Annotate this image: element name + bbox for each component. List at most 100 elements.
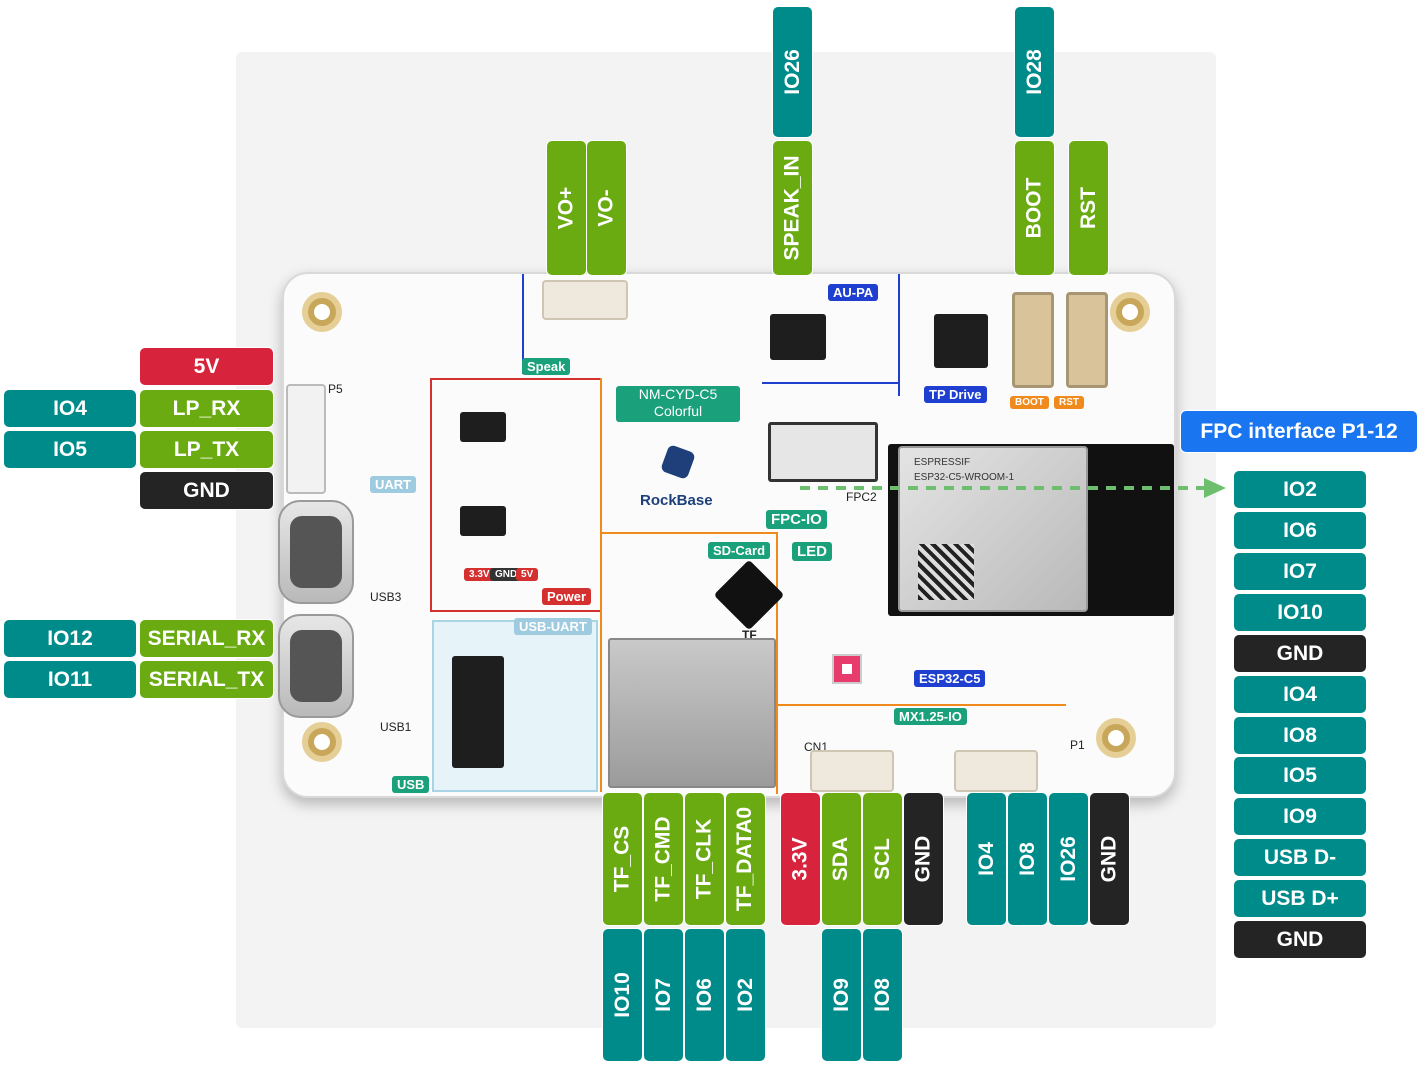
- dev-board: AU-PA TP Drive UART USB-UART USB SD-Card…: [278, 272, 1176, 798]
- touch-driver-chip: [934, 314, 988, 368]
- fpc-pin-2: IO6: [1233, 511, 1367, 550]
- fpc-pin-4: IO10: [1233, 593, 1367, 632]
- fpc-pin-6: IO4: [1233, 675, 1367, 714]
- rockbase-logo-icon: [660, 444, 696, 480]
- pin-vo-minus: VO-: [586, 140, 627, 276]
- usb3-silk: USB3: [370, 590, 402, 604]
- gnd-silk: GND: [490, 568, 523, 581]
- pin-io12: IO12: [3, 619, 137, 658]
- boot-silk: BOOT: [1010, 396, 1049, 409]
- pin-lp-tx: LP_TX: [139, 430, 274, 469]
- sd-card-label: SD-Card: [708, 542, 771, 559]
- speak-label: Speak: [522, 358, 571, 375]
- fpc-pin-9: IO9: [1233, 797, 1367, 836]
- pin-tf-cmd: TF_CMD: [643, 792, 684, 926]
- usb-uart-label: USB-UART: [514, 618, 592, 635]
- fpc-pin-1: IO2: [1233, 470, 1367, 509]
- mounting-hole-icon: [302, 292, 342, 332]
- pin-io5: IO5: [3, 430, 137, 469]
- pin-sda: SDA: [821, 792, 862, 926]
- pin-tf-clk: TF_CLK: [684, 792, 725, 926]
- pin-5v: 5V: [139, 347, 274, 386]
- p1-silk: P1: [1070, 738, 1085, 752]
- sd-card-slot: [608, 638, 776, 788]
- orange-divider-v: [776, 532, 778, 794]
- uart-connector: [286, 384, 326, 494]
- mounting-hole-icon: [302, 722, 342, 762]
- pin-io7: IO7: [643, 928, 684, 1062]
- module-model: ESP32-C5-WROOM-1: [914, 472, 1015, 483]
- fpc-pin-10: USB D-: [1233, 838, 1367, 877]
- uart-label: UART: [370, 476, 417, 493]
- mx125-io-label: MX1.25-IO: [894, 708, 967, 725]
- led-label: LED: [792, 542, 832, 561]
- pin-serial-rx: SERIAL_RX: [139, 619, 274, 658]
- pin-p1-io26: IO26: [1048, 792, 1089, 926]
- reset-button: [1066, 292, 1108, 388]
- orange-divider-h2: [776, 704, 1066, 706]
- usb-label: USB: [392, 776, 430, 793]
- audio-amp-chip: [770, 314, 826, 360]
- fpc-pin-7: IO8: [1233, 716, 1367, 755]
- pin-vo-plus: VO+: [546, 140, 587, 276]
- boot-button: [1012, 292, 1054, 388]
- pin-io6: IO6: [684, 928, 725, 1062]
- esp32-c5-label: ESP32-C5: [914, 670, 986, 687]
- sd-card-icon: [713, 559, 785, 631]
- pin-serial-tx: SERIAL_TX: [139, 660, 274, 699]
- fpc-io-label: FPC-IO: [766, 510, 827, 529]
- p5-silk: P5: [328, 382, 343, 396]
- usb1-silk: USB1: [380, 720, 412, 734]
- tp-drive-divider: [898, 274, 900, 396]
- qr-code-icon: [918, 544, 974, 600]
- fpc-interface-label: FPC interface P1-12: [1180, 410, 1418, 453]
- au-pa-label: AU-PA: [828, 284, 879, 301]
- pin-io10: IO10: [602, 928, 643, 1062]
- pin-io28: IO28: [1014, 6, 1055, 138]
- brand-name: RockBase: [640, 492, 713, 509]
- rgb-led: [832, 654, 862, 684]
- pin-p1-gnd: GND: [1089, 792, 1130, 926]
- pin-io11: IO11: [3, 660, 137, 699]
- pin-tf-cs: TF_CS: [602, 792, 643, 926]
- pin-p1-io4: IO4: [966, 792, 1007, 926]
- pin-p1-io8: IO8: [1007, 792, 1048, 926]
- pin-io4: IO4: [3, 389, 137, 428]
- au-pa-divider: [522, 274, 524, 374]
- pin-3v3: 3.3V: [780, 792, 821, 926]
- module-brand: ESPRESSIF: [914, 457, 971, 468]
- pin-scl: SCL: [862, 792, 903, 926]
- v5-silk: 5V: [516, 568, 539, 581]
- mounting-hole-icon: [1110, 292, 1150, 332]
- orange-divider-h: [600, 532, 776, 534]
- pin-io9: IO9: [821, 928, 862, 1062]
- regulator-chip: [460, 506, 506, 536]
- fpc2-silk: FPC2: [846, 490, 877, 504]
- mounting-hole-icon: [1096, 718, 1136, 758]
- pin-lp-rx: LP_RX: [139, 389, 274, 428]
- power-select-pads: [464, 580, 530, 604]
- pin-boot: BOOT: [1014, 140, 1055, 276]
- fpc-pin-11: USB D+: [1233, 879, 1367, 918]
- model-badge: NM-CYD-C5 Colorful: [616, 386, 740, 422]
- orange-divider: [600, 378, 602, 792]
- model-name: NM-CYD-C5: [638, 386, 718, 402]
- power-label: Power: [542, 588, 592, 605]
- tp-drive-label: TP Drive: [924, 386, 987, 403]
- pin-tf-data0: TF_DATA0: [725, 792, 766, 926]
- model-subtitle: Colorful: [653, 403, 703, 419]
- pin-rst: RST: [1068, 140, 1109, 276]
- usb-c-port-icon: [278, 614, 354, 718]
- pin-speak-in: SPEAK_IN: [772, 140, 813, 276]
- fpc-pin-3: IO7: [1233, 552, 1367, 591]
- fpc-pin-5: GND: [1233, 634, 1367, 673]
- fpc-pin-8: IO5: [1233, 756, 1367, 795]
- i2c-connector: [810, 750, 894, 792]
- speaker-connector: [542, 280, 628, 320]
- regulator-chip: [460, 412, 506, 442]
- v33-silk: 3.3V: [464, 568, 495, 581]
- fpc-io-region: [762, 382, 898, 396]
- pin-io8: IO8: [862, 928, 903, 1062]
- usb-c-port-icon: [278, 500, 354, 604]
